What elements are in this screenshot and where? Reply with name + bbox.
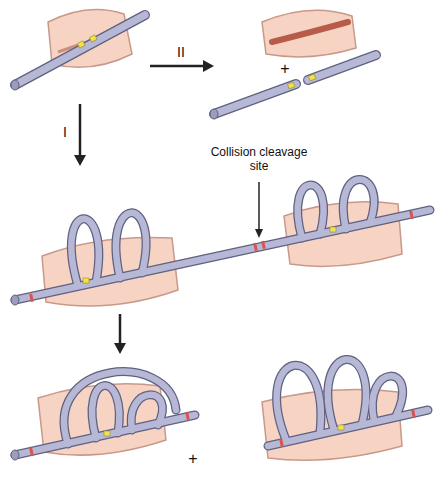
dna-outline [15, 359, 428, 455]
dna-fragment [308, 55, 376, 80]
dna-loop [15, 359, 428, 455]
dna-end [11, 295, 19, 305]
bound-complex [11, 10, 145, 91]
plus-sign: + [184, 450, 202, 468]
site-mark [411, 410, 416, 418]
site-mark [279, 439, 284, 447]
dna-outline [308, 55, 376, 80]
dna-fragment [214, 84, 296, 114]
pathway-arrow [74, 104, 86, 166]
plus-sign: + [276, 60, 294, 78]
protein-groove [272, 22, 348, 42]
site-mark [29, 294, 34, 302]
dna-end [11, 80, 19, 90]
pathway-number: II [168, 44, 194, 60]
arrow-head [114, 343, 126, 354]
arrow-shaft [150, 65, 206, 68]
site-label: Collision cleavage site [209, 146, 309, 174]
pathway-arrow [150, 60, 214, 72]
dna-outline [15, 15, 145, 85]
cleavage-mark [308, 74, 315, 81]
site-mark [409, 211, 414, 219]
released-complex [210, 10, 376, 119]
dna-end [210, 109, 218, 119]
site-mark [29, 448, 34, 456]
arrow-head [255, 229, 263, 238]
dna-loop [15, 179, 430, 300]
dna-outline [15, 179, 430, 300]
cleavage-mark [104, 431, 110, 436]
arrow-shaft [79, 104, 82, 158]
cleavage-mark [330, 227, 336, 232]
pathway-number: I [56, 124, 74, 140]
pathway-arrow [114, 314, 126, 354]
dna-outline [214, 84, 296, 114]
cleavage-mark [89, 35, 97, 42]
cleaved-products [11, 359, 428, 460]
dna-rod [15, 15, 145, 85]
arrow-head [203, 60, 214, 72]
tracking-complexes [11, 179, 430, 306]
site-mark [253, 243, 258, 251]
protein-body [262, 10, 356, 57]
cleavage-mark [338, 425, 344, 430]
leader-arrow [258, 182, 260, 230]
arrow-head [74, 155, 86, 166]
cleavage-mark [83, 278, 89, 283]
arrow-shaft [119, 314, 122, 346]
site-mark [185, 412, 190, 420]
site-mark [261, 241, 266, 249]
dna-end [11, 450, 19, 460]
cleavage-mark [287, 82, 294, 89]
cleavage-mark [77, 41, 85, 48]
